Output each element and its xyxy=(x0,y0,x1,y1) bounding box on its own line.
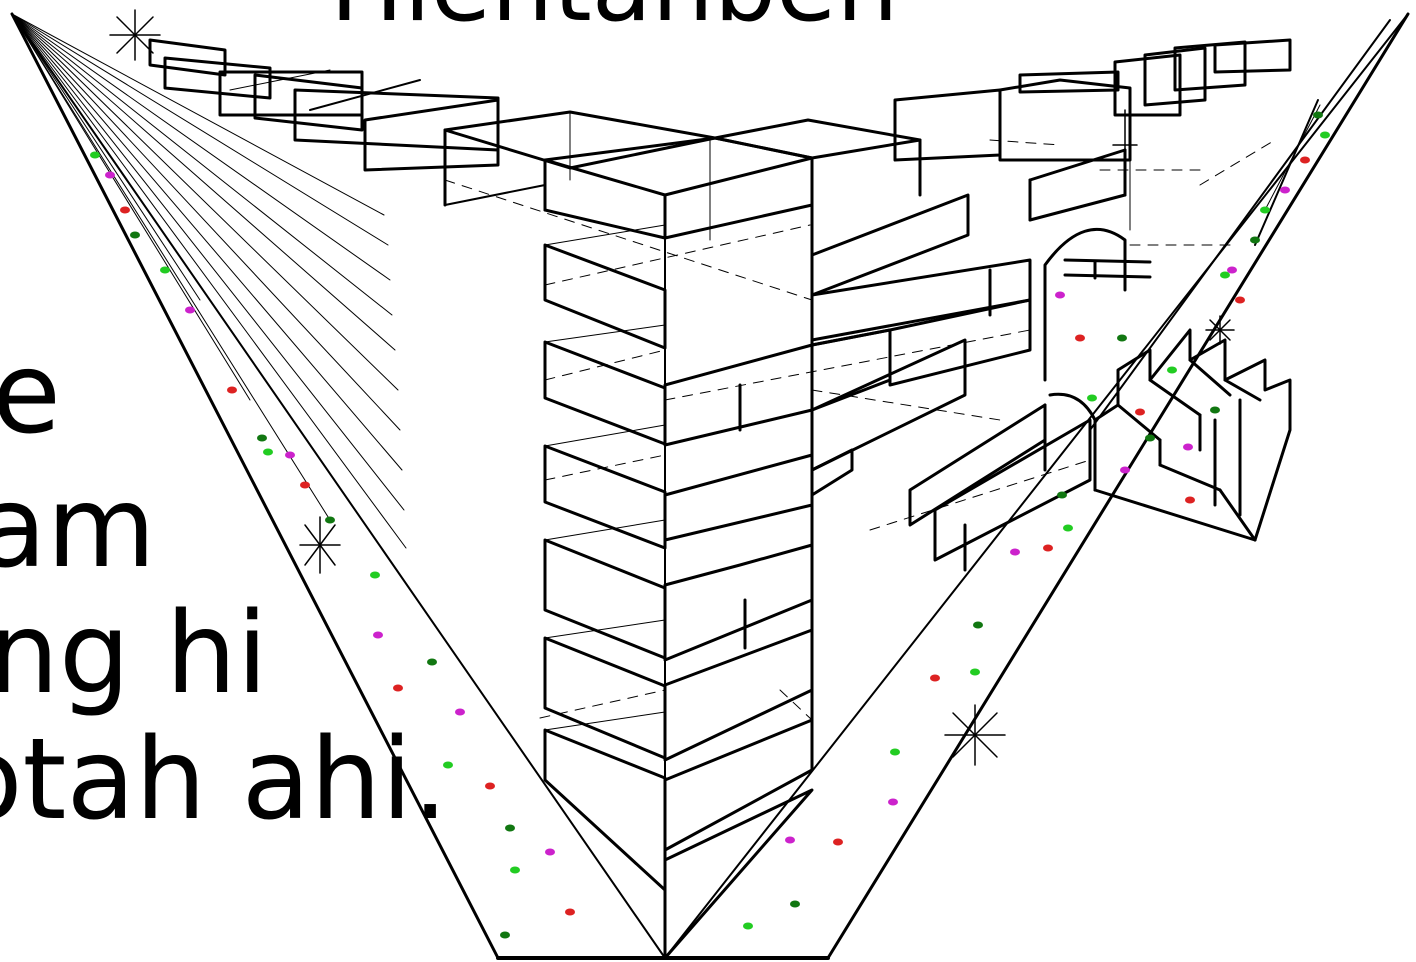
staircase xyxy=(1093,328,1292,542)
speckle-dot xyxy=(1320,131,1330,139)
speckle-dot xyxy=(888,798,898,806)
construction-lines xyxy=(444,139,1276,721)
speckle-dot xyxy=(930,674,940,682)
speckle-dot xyxy=(373,631,383,639)
speckle-dot xyxy=(1057,491,1067,499)
speckle-dot xyxy=(227,386,237,394)
speckle-dot xyxy=(1087,394,1097,402)
speckle-dot xyxy=(90,151,100,159)
speckle-dot xyxy=(1260,206,1270,214)
right-balconies xyxy=(663,328,892,960)
arch-doorway xyxy=(1043,227,1152,492)
speckle-dot xyxy=(510,866,520,874)
speckle-dot xyxy=(1117,334,1127,342)
speckle-dot xyxy=(1313,111,1323,119)
speckle-dot xyxy=(1183,443,1193,451)
speckle-dot xyxy=(1280,186,1290,194)
speckle-dot xyxy=(545,848,555,856)
side-text-line-1: e xyxy=(0,329,61,459)
right-far-buildings xyxy=(893,38,1292,231)
speckle-dot xyxy=(743,922,753,930)
drawing-title: Hlentanben xyxy=(330,0,899,36)
speckle-dot xyxy=(105,171,115,179)
speckle-dot xyxy=(1043,544,1053,552)
speckle-dot xyxy=(1135,408,1145,416)
speckle-dot xyxy=(1145,434,1155,442)
speckle-dot xyxy=(257,434,267,442)
left-balconies xyxy=(543,224,667,892)
right-mid-balconies xyxy=(810,193,1092,572)
speckle-dot xyxy=(1055,291,1065,299)
corner-tower xyxy=(664,194,814,959)
speckle-dot xyxy=(485,782,495,790)
speckle-dot xyxy=(1075,334,1085,342)
speckle-dot xyxy=(300,481,310,489)
speckle-dot xyxy=(790,900,800,908)
speckle-dot xyxy=(1220,271,1230,279)
speckle-dot xyxy=(785,836,795,844)
speckle-dot xyxy=(1167,366,1177,374)
speckle-dot xyxy=(1227,266,1237,274)
speckle-dot xyxy=(970,668,980,676)
speckle-dot xyxy=(565,908,575,916)
speckle-dot xyxy=(370,571,380,579)
side-text-line-3: ng hi xyxy=(0,589,268,719)
sparkle-marks xyxy=(109,9,1235,766)
sidewalk-speckles xyxy=(90,111,1330,939)
speckle-dot xyxy=(160,266,170,274)
speckle-dot xyxy=(130,231,140,239)
speckle-dot xyxy=(500,931,510,939)
speckle-dot xyxy=(833,838,843,846)
speckle-dot xyxy=(505,824,515,832)
speckle-dot xyxy=(1185,496,1195,504)
speckle-dot xyxy=(285,451,295,459)
speckle-dot xyxy=(443,761,453,769)
speckle-dot xyxy=(1210,406,1220,414)
speckle-dot xyxy=(185,306,195,314)
speckle-dot xyxy=(1235,296,1245,304)
side-text-line-2: am xyxy=(0,463,156,593)
speckle-dot xyxy=(1063,524,1073,532)
right-sidewalk-edge xyxy=(1089,19,1391,431)
speckle-dot xyxy=(890,748,900,756)
speckle-dot xyxy=(263,448,273,456)
speckle-dot xyxy=(973,621,983,629)
speckle-dot xyxy=(1250,236,1260,244)
left-far-buildings xyxy=(148,38,500,172)
speckle-dot xyxy=(1120,466,1130,474)
speckle-dot xyxy=(1010,548,1020,556)
speckle-dot xyxy=(1300,156,1310,164)
central-roof-blocks xyxy=(443,110,922,241)
speckle-dot xyxy=(325,516,335,524)
speckle-dot xyxy=(120,206,130,214)
speckle-dot xyxy=(427,658,437,666)
vanishing-lines-left xyxy=(11,13,407,549)
speckle-dot xyxy=(393,684,403,692)
speckle-dot xyxy=(455,708,465,716)
side-text-line-4: otah ahi. xyxy=(0,715,448,845)
